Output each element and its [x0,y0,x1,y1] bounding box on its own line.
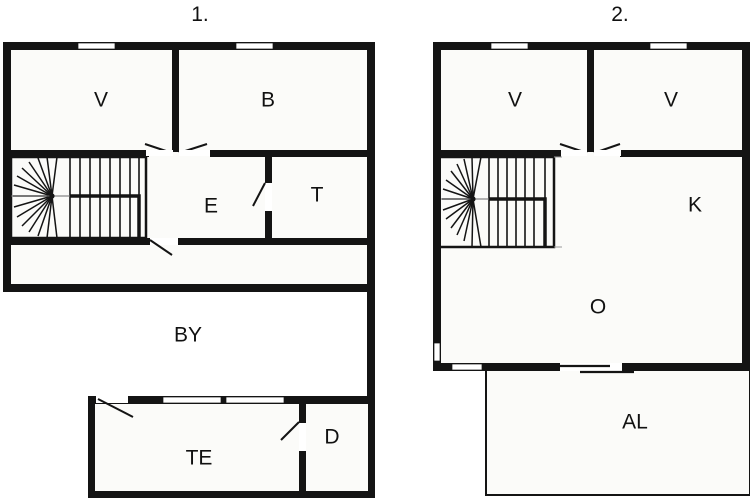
room-label-BY: BY [174,324,202,347]
room-label-E: E [204,195,218,218]
plan-2-room-labels: V V K O AL [508,89,702,434]
plan-2-staircase [441,155,562,249]
room-label-T: T [311,184,324,207]
plan-1-drawing: V B E T BY TE D [3,42,375,498]
plan-2-terrace-outline [485,371,750,496]
plan-1-floor-fills [3,42,375,498]
room-label-K: K [688,194,702,217]
plan-1-room-labels: V B E T BY TE D [94,89,340,470]
room-label-B: B [261,89,275,112]
plan-1-interior-walls [3,46,375,245]
room-label-V-left: V [508,89,522,112]
room-label-V: V [94,89,108,112]
room-label-V-right: V [664,89,678,112]
plan-2-interior-walls [433,46,750,157]
plan-2-drawing: V V K O AL [420,0,750,500]
plan-1-staircase [9,155,148,240]
room-label-AL: AL [622,411,648,434]
room-label-O: O [590,296,606,319]
plan-2-windows [433,42,688,371]
plan-1-windows [77,42,285,404]
plan-2-doors [558,143,634,374]
room-label-TE: TE [186,447,213,470]
plan-2-title: 2. [611,3,629,26]
plan-1-doors [96,143,306,456]
room-label-D: D [324,426,339,449]
plan-1-title: 1. [191,3,209,26]
